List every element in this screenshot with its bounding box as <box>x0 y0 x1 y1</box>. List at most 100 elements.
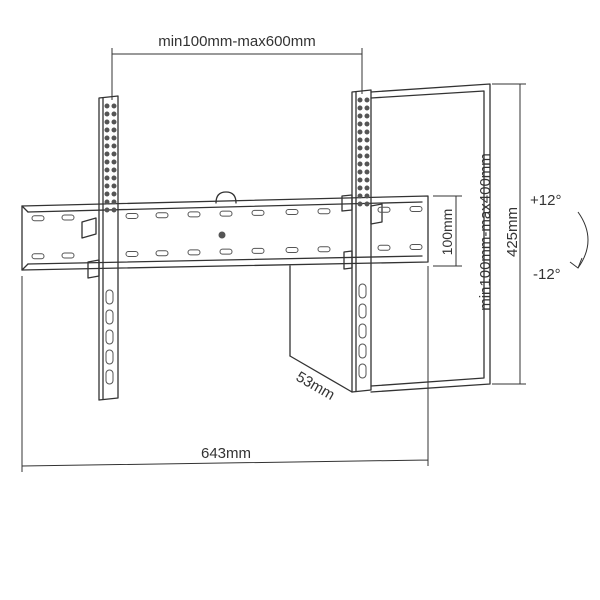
right-arm-hole <box>364 169 370 175</box>
rail-slot-top <box>251 209 265 216</box>
left-arm-hole <box>111 159 117 165</box>
right-arm-hole <box>364 105 370 111</box>
mount-slots <box>31 97 423 385</box>
right-arm-hole <box>357 129 363 135</box>
left-arm-slot <box>105 289 114 305</box>
left-arm-hole <box>111 111 117 117</box>
depth-guide-bottom <box>289 355 353 393</box>
left-arm-hole <box>111 135 117 141</box>
right-arm-hole <box>357 193 363 199</box>
rail-slot-top <box>155 212 169 219</box>
wall-rail-top-flange <box>27 201 423 213</box>
overall-width-dim-line <box>21 266 429 472</box>
rail-slot-top <box>61 214 75 221</box>
left-arm-hole <box>111 119 117 125</box>
right-arm-slot <box>358 283 367 299</box>
right-lock-knob <box>343 250 353 270</box>
rail-slot-bottom <box>125 250 139 257</box>
rail-slot-bottom <box>155 250 169 257</box>
left-arm-hole <box>111 103 117 109</box>
tv-outline <box>370 83 491 393</box>
rail-slot-top <box>409 205 423 212</box>
right-arm-hole <box>364 145 370 151</box>
left-arm-hole <box>111 199 117 205</box>
rail-slot-bottom <box>61 252 75 259</box>
right-arm-hole <box>364 161 370 167</box>
left-arm-hole <box>104 135 110 141</box>
wall-rail-left-edge <box>21 205 29 271</box>
rail-slot-top <box>31 215 45 222</box>
tilt-down-label: -12° <box>533 266 561 283</box>
rail-slot-top <box>187 211 201 218</box>
right-arm-hole <box>357 121 363 127</box>
left-arm-hole <box>104 167 110 173</box>
rail-height-dim-line <box>433 195 462 267</box>
left-arm-hole <box>104 175 110 181</box>
rail-slot-bottom <box>31 253 45 260</box>
rail-slot-top <box>285 208 299 215</box>
left-arm-hole <box>111 151 117 157</box>
rail-slot-bottom <box>377 244 391 251</box>
rail-slot-top <box>219 210 233 217</box>
right-arm-hole <box>364 121 370 127</box>
vesa-width-label: min100mm-max600mm <box>158 33 316 50</box>
right-arm-hole <box>357 113 363 119</box>
right-arm-hole <box>357 177 363 183</box>
mount-structure <box>21 83 491 401</box>
left-arm-slot <box>105 329 114 345</box>
left-arm-hole <box>104 183 110 189</box>
right-bracket-arm <box>351 89 372 393</box>
right-arm-hole <box>364 153 370 159</box>
right-arm-slot <box>358 343 367 359</box>
tilt-arc <box>577 211 589 269</box>
rail-slot-top <box>125 212 139 219</box>
right-arm-hole <box>364 129 370 135</box>
rail-slot-top <box>317 208 331 215</box>
rail-slot-bottom <box>317 246 331 253</box>
left-bracket-arm <box>98 95 119 401</box>
left-arm-hole <box>111 175 117 181</box>
left-tilt-knob <box>81 217 97 239</box>
left-arm-hole <box>111 207 117 213</box>
overall-height-dim-line <box>492 83 526 385</box>
hanging-hook <box>215 191 237 204</box>
right-arm-clip <box>341 194 353 212</box>
left-arm-hole <box>104 151 110 157</box>
right-arm-hole <box>357 169 363 175</box>
right-arm-hole <box>357 97 363 103</box>
overall-width-label: 643mm <box>201 445 251 462</box>
rail-slot-bottom <box>409 243 423 250</box>
left-arm-hole <box>111 183 117 189</box>
right-arm-hole <box>364 177 370 183</box>
left-arm-hole <box>104 191 110 197</box>
right-arm-hole <box>357 105 363 111</box>
left-arm-hole <box>104 143 110 149</box>
right-arm-hole <box>364 137 370 143</box>
rail-slot-top <box>377 206 391 213</box>
right-tilt-knob <box>370 203 383 225</box>
left-arm-hole <box>111 191 117 197</box>
left-arm-hole <box>104 199 110 205</box>
right-arm-hole <box>364 97 370 103</box>
right-arm-hole <box>364 201 370 207</box>
left-arm-slot <box>105 309 114 325</box>
left-arm-hole <box>104 111 110 117</box>
left-arm-hole <box>104 127 110 133</box>
right-arm-hole <box>357 185 363 191</box>
wall-rail <box>21 195 429 271</box>
rail-height-label: 100mm <box>439 209 455 256</box>
tilt-arrow-head <box>569 257 583 269</box>
right-arm-hole <box>364 113 370 119</box>
right-arm-hole <box>357 161 363 167</box>
right-arm-hole <box>364 185 370 191</box>
right-arm-hole <box>357 145 363 151</box>
depth-label: 53mm <box>293 368 338 404</box>
left-lock-knob <box>87 259 100 279</box>
rail-slot-bottom <box>285 246 299 253</box>
right-arm-hole <box>357 153 363 159</box>
right-arm-slot <box>358 303 367 319</box>
right-arm-hole <box>357 137 363 143</box>
left-arm-slot <box>105 349 114 365</box>
rail-slot-bottom <box>219 248 233 255</box>
dimension-lines <box>21 48 589 472</box>
